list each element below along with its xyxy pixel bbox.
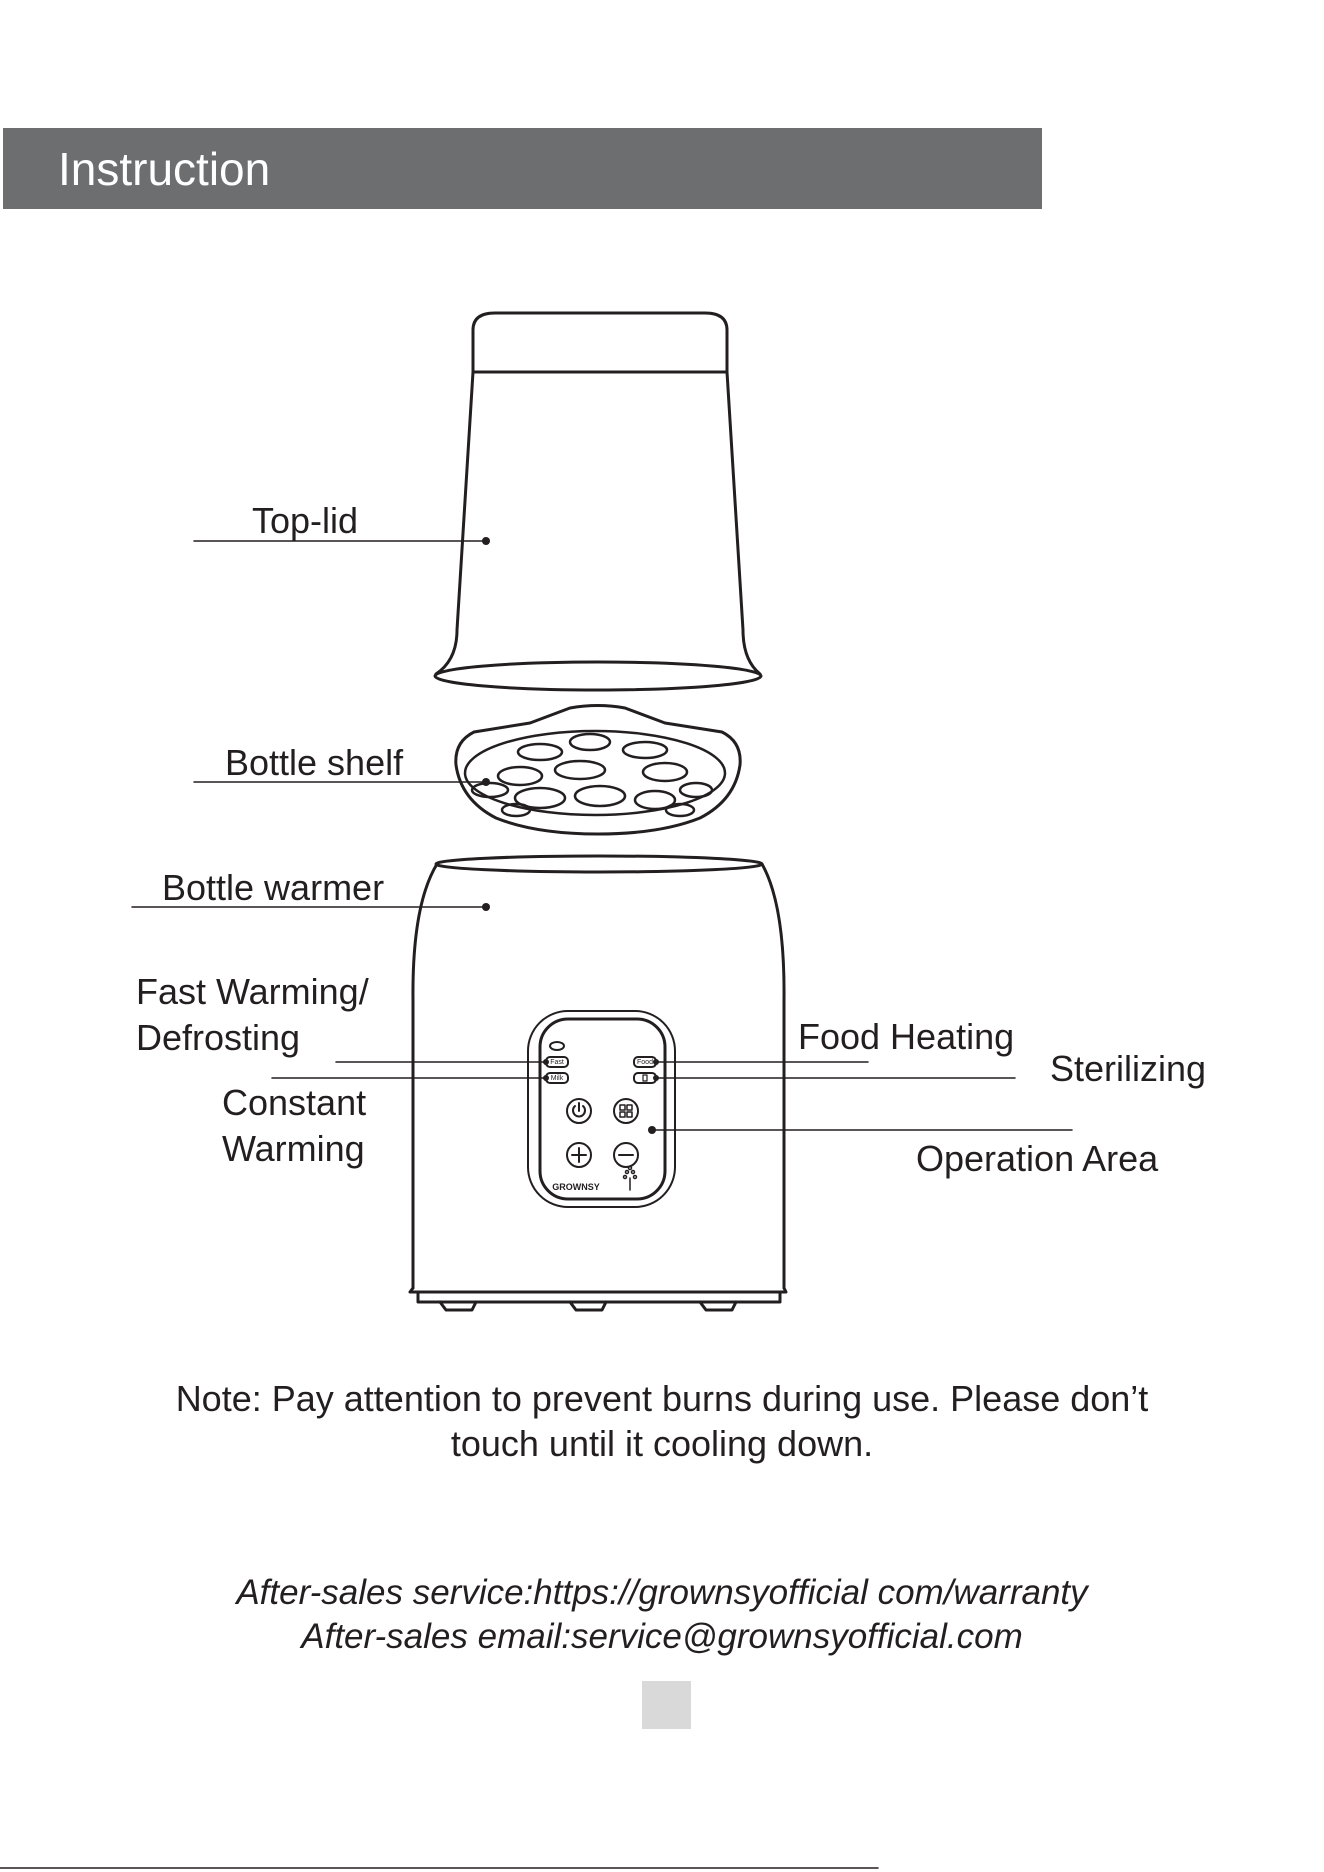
milk-button-label: Milk	[551, 1075, 564, 1082]
tree-logo-icon	[624, 1167, 637, 1191]
after-sales-email: After-sales email:service@grownsyofficia…	[0, 1615, 1324, 1659]
leader-lines	[0, 541, 1072, 1868]
label-food-heating: Food Heating	[798, 1014, 1014, 1060]
mode-grid-icon	[620, 1105, 632, 1117]
top-lid-illustration	[435, 313, 761, 690]
label-constant-warming-line2: Warming	[222, 1126, 365, 1172]
plus-icon	[572, 1148, 586, 1162]
power-icon	[573, 1103, 585, 1116]
label-operation-area: Operation Area	[916, 1136, 1158, 1182]
label-bottle-shelf: Bottle shelf	[225, 740, 403, 786]
fast-button-label: Fast	[550, 1059, 564, 1066]
after-sales-url: After-sales service:https://grownsyoffic…	[0, 1571, 1324, 1615]
operation-panel-illustration	[528, 1011, 675, 1207]
note-line-2: touch until it cooling down.	[0, 1421, 1324, 1467]
note-line-1: Note: Pay attention to prevent burns dur…	[0, 1376, 1324, 1422]
label-bottle-warmer: Bottle warmer	[162, 865, 384, 911]
food-button-label: Food	[637, 1059, 653, 1066]
label-fast-warming-line1: Fast Warming/	[136, 969, 369, 1015]
bottle-shelf-illustration	[456, 706, 740, 835]
label-sterilizing: Sterilizing	[1050, 1046, 1206, 1092]
label-constant-warming-line1: Constant	[222, 1080, 366, 1126]
bottle-warmer-illustration	[410, 856, 786, 1310]
brand-logo-text: GROWNSY	[552, 1182, 600, 1192]
page-number-box	[642, 1681, 691, 1729]
label-fast-warming-line2: Defrosting	[136, 1015, 300, 1061]
label-top-lid: Top-lid	[252, 498, 358, 544]
sterilize-bottle-icon	[643, 1075, 647, 1081]
